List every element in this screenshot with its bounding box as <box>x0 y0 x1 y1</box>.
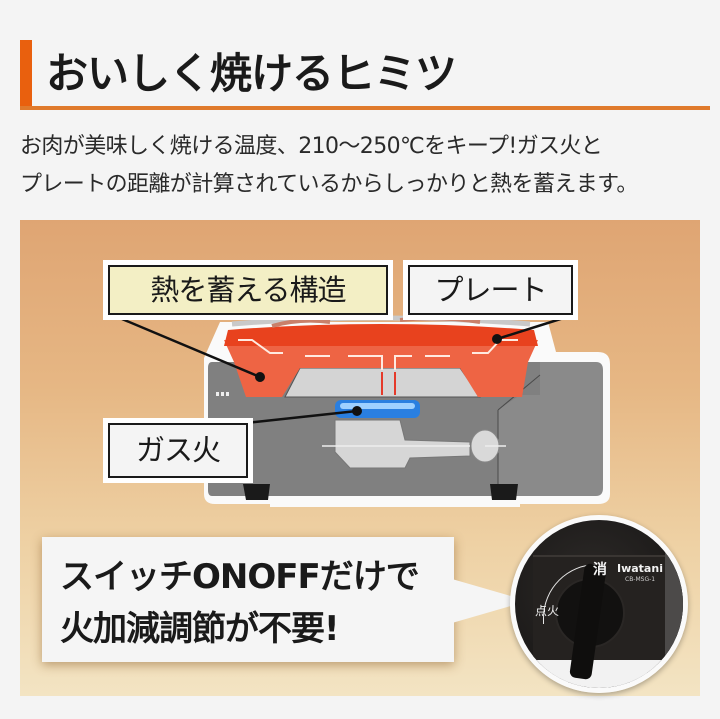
stove-cross-section-diagram <box>114 314 603 500</box>
callout-dot-heat <box>255 372 265 382</box>
description-line-1: お肉が美味しく焼ける温度、210〜250℃をキープ!ガス火と <box>20 134 603 159</box>
description: お肉が美味しく焼ける温度、210〜250℃をキープ!ガス火と プレートの距離が計… <box>20 128 710 204</box>
speech-bubble-callout: スイッチONOFFだけで 火加減調節が不要! <box>42 537 528 662</box>
stove-foot-right <box>490 484 518 500</box>
callout-dot-gas <box>352 406 362 416</box>
callout-line-2: 火加減調節が不要! <box>60 609 340 649</box>
stove-foot-left <box>243 484 270 500</box>
ignite-label: 点火 <box>535 604 560 618</box>
heading-underline <box>20 106 710 110</box>
model-number: CB-MSG-1 <box>625 576 656 583</box>
label-gas-flame: ガス火 <box>103 418 253 483</box>
vertical-heat-arrows <box>381 372 396 395</box>
gas-flame-icon <box>335 400 420 418</box>
gas-burner <box>322 419 506 469</box>
page-title: おいしく焼けるヒミツ <box>46 49 457 98</box>
heat-flow-arrows <box>238 339 518 370</box>
grill-plate <box>224 315 538 397</box>
label-plate: プレート <box>403 260 578 320</box>
callout-line-1: スイッチONOFFだけで <box>60 557 420 597</box>
callout-leader-lines <box>114 314 571 425</box>
description-line-2: プレートの距離が計算されているからしっかりと熱を蓄えます。 <box>20 172 638 197</box>
heading-accent-bar <box>20 40 32 110</box>
stove-side <box>665 550 683 670</box>
brand-logo: Iwatani <box>617 562 663 575</box>
section-heading: おいしく焼けるヒミツ <box>20 40 710 110</box>
label-heat-storing-structure: 熱を蓄える構造 <box>103 260 393 320</box>
photo-floor <box>515 660 683 688</box>
control-knob-photo: 消 点火 Iwatani CB-MSG-1 <box>510 515 688 693</box>
callout-dot-plate <box>492 334 502 344</box>
off-label: 消 <box>593 562 607 578</box>
